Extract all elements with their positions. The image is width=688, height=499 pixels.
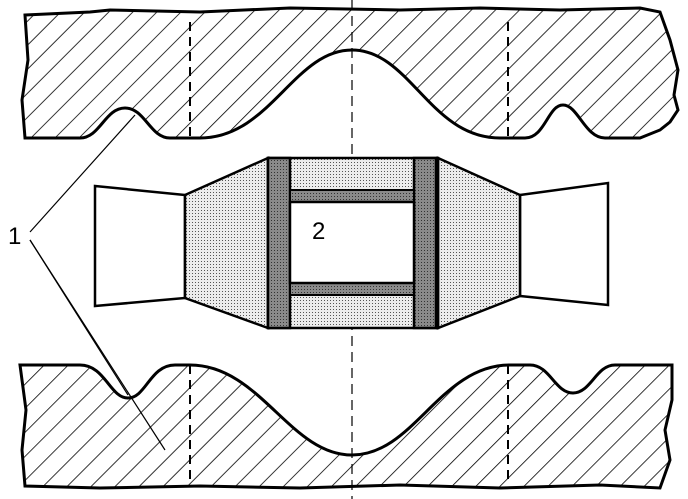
workpiece-left-end <box>93 184 187 308</box>
left-dark-bar <box>266 156 292 330</box>
lower-die <box>18 363 674 490</box>
inner-cavity <box>288 200 416 285</box>
workpiece-left-taper <box>183 156 270 330</box>
upper-dark-strip <box>289 189 415 203</box>
leader-line-lower-b <box>29 239 166 451</box>
workpiece-right-taper <box>436 156 522 330</box>
right-dark-bar <box>412 156 438 330</box>
part-label-1: 1 <box>8 223 22 250</box>
upper-die <box>20 6 680 140</box>
leader-line-upper <box>29 114 136 233</box>
workpiece-right-end <box>518 181 610 307</box>
part-label-2: 2 <box>312 218 326 245</box>
lower-dark-strip <box>289 282 415 296</box>
